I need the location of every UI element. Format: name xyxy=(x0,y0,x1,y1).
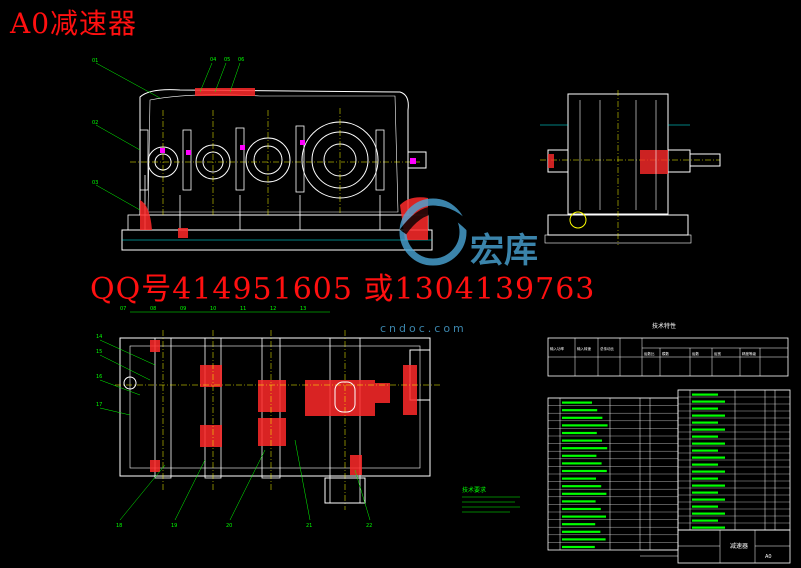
param-cell: 输入转速 xyxy=(577,346,591,351)
svg-text:13: 13 xyxy=(300,306,306,312)
parts-list-entry xyxy=(562,507,601,511)
svg-text:01: 01 xyxy=(92,58,98,64)
param-cell: 齿数比 xyxy=(644,351,655,356)
parts-list-entry xyxy=(692,470,725,473)
parts-list-entry xyxy=(692,435,718,438)
parts-list-entry xyxy=(562,424,608,427)
parts-list-entry xyxy=(562,530,601,533)
parts-list-entry xyxy=(562,416,603,419)
drawing-title: A0减速器 xyxy=(10,7,138,40)
parts-list-entry xyxy=(692,393,718,396)
param-cell: 模数 xyxy=(662,351,670,356)
svg-text:22: 22 xyxy=(366,523,372,529)
title-block-number: A0 xyxy=(765,554,772,560)
svg-text:09: 09 xyxy=(180,306,186,312)
contact-overlay: QQ号414951605 或1304139763 xyxy=(90,272,596,307)
parts-list-entry xyxy=(562,515,606,518)
parts-list-entry xyxy=(562,454,597,457)
parts-list-entry xyxy=(692,484,725,487)
svg-text:11: 11 xyxy=(240,306,246,312)
watermark-logo: 宏库 cndoc.com xyxy=(380,198,538,335)
parts-list-entry xyxy=(562,485,602,488)
parts-list-entry xyxy=(562,447,608,450)
svg-text:21: 21 xyxy=(306,523,312,529)
svg-text:05: 05 xyxy=(224,57,230,63)
svg-text:08: 08 xyxy=(150,306,156,312)
parts-list-entry xyxy=(692,407,718,410)
parts-list-entry xyxy=(692,463,718,466)
svg-text:10: 10 xyxy=(210,306,216,312)
svg-text:19: 19 xyxy=(171,523,177,529)
parts-list-entry xyxy=(692,526,725,529)
svg-text:02: 02 xyxy=(92,120,98,126)
param-cell: 输入功率 xyxy=(550,346,564,351)
parts-list-entry xyxy=(562,477,596,480)
svg-text:18: 18 xyxy=(116,523,122,529)
svg-text:16: 16 xyxy=(96,374,102,380)
parts-list-entry xyxy=(562,462,602,465)
parts-list-entry xyxy=(692,400,725,403)
parts-list-entry xyxy=(562,500,596,503)
parts-list-entry xyxy=(692,428,725,431)
param-cell: 齿数 xyxy=(692,351,700,356)
svg-text:17: 17 xyxy=(96,402,102,408)
tech-requirements: 技术要求 xyxy=(462,486,520,513)
svg-text:07: 07 xyxy=(120,306,126,312)
svg-text:04: 04 xyxy=(210,57,216,63)
parts-list-entry xyxy=(562,469,607,473)
param-cell: 总传动比 xyxy=(600,346,614,351)
parts-list-entry xyxy=(692,512,725,515)
parts-list-entry xyxy=(692,477,718,480)
plan-view: 07 08 09 10 11 12 13 14 15 16 17 18 19 20 21 22 xyxy=(96,306,440,529)
svg-text:12: 12 xyxy=(270,306,276,312)
parts-list-entry xyxy=(562,523,596,526)
parts-list-entry xyxy=(692,456,725,459)
parts-list-entry xyxy=(692,491,718,494)
parts-list-entry xyxy=(562,439,602,442)
param-cell: 齿宽 xyxy=(714,351,722,356)
svg-text:03: 03 xyxy=(92,180,98,186)
param-cell: 精度等级 xyxy=(742,351,756,356)
parameter-table-title: 技术特性 xyxy=(652,322,676,330)
svg-text:06: 06 xyxy=(238,57,244,63)
parts-list-entry xyxy=(562,401,592,404)
title-block-name: 减速器 xyxy=(730,542,748,550)
tech-requirements-title: 技术要求 xyxy=(462,486,486,494)
parts-list-entry xyxy=(692,421,718,424)
parts-list-entry xyxy=(562,409,598,412)
parts-list-entry xyxy=(692,498,725,501)
parts-list xyxy=(547,389,791,551)
parts-list-entry xyxy=(562,431,597,435)
front-view: 01 02 03 04 05 06 xyxy=(92,57,433,251)
parts-list-entry xyxy=(562,538,606,541)
parameter-table: 技术特性 输入功率 输入转速 总传动比 齿数比 模数 齿数 齿宽 精度等级 xyxy=(547,322,789,377)
watermark-text: 宏库 xyxy=(470,231,538,271)
parts-list-entry xyxy=(692,414,725,417)
svg-text:15: 15 xyxy=(96,349,102,355)
svg-text:14: 14 xyxy=(96,334,102,340)
parts-list-entry xyxy=(562,545,595,549)
svg-text:20: 20 xyxy=(226,523,232,529)
parts-list-entry xyxy=(692,449,718,452)
watermark-site: cndoc.com xyxy=(380,322,467,335)
parts-list-entry xyxy=(692,505,718,508)
parts-list-entry xyxy=(562,492,607,495)
title-block: 减速器 A0 xyxy=(640,529,791,564)
parts-list-entry xyxy=(692,442,725,445)
side-view xyxy=(540,90,721,245)
parts-list-entry xyxy=(692,519,718,522)
